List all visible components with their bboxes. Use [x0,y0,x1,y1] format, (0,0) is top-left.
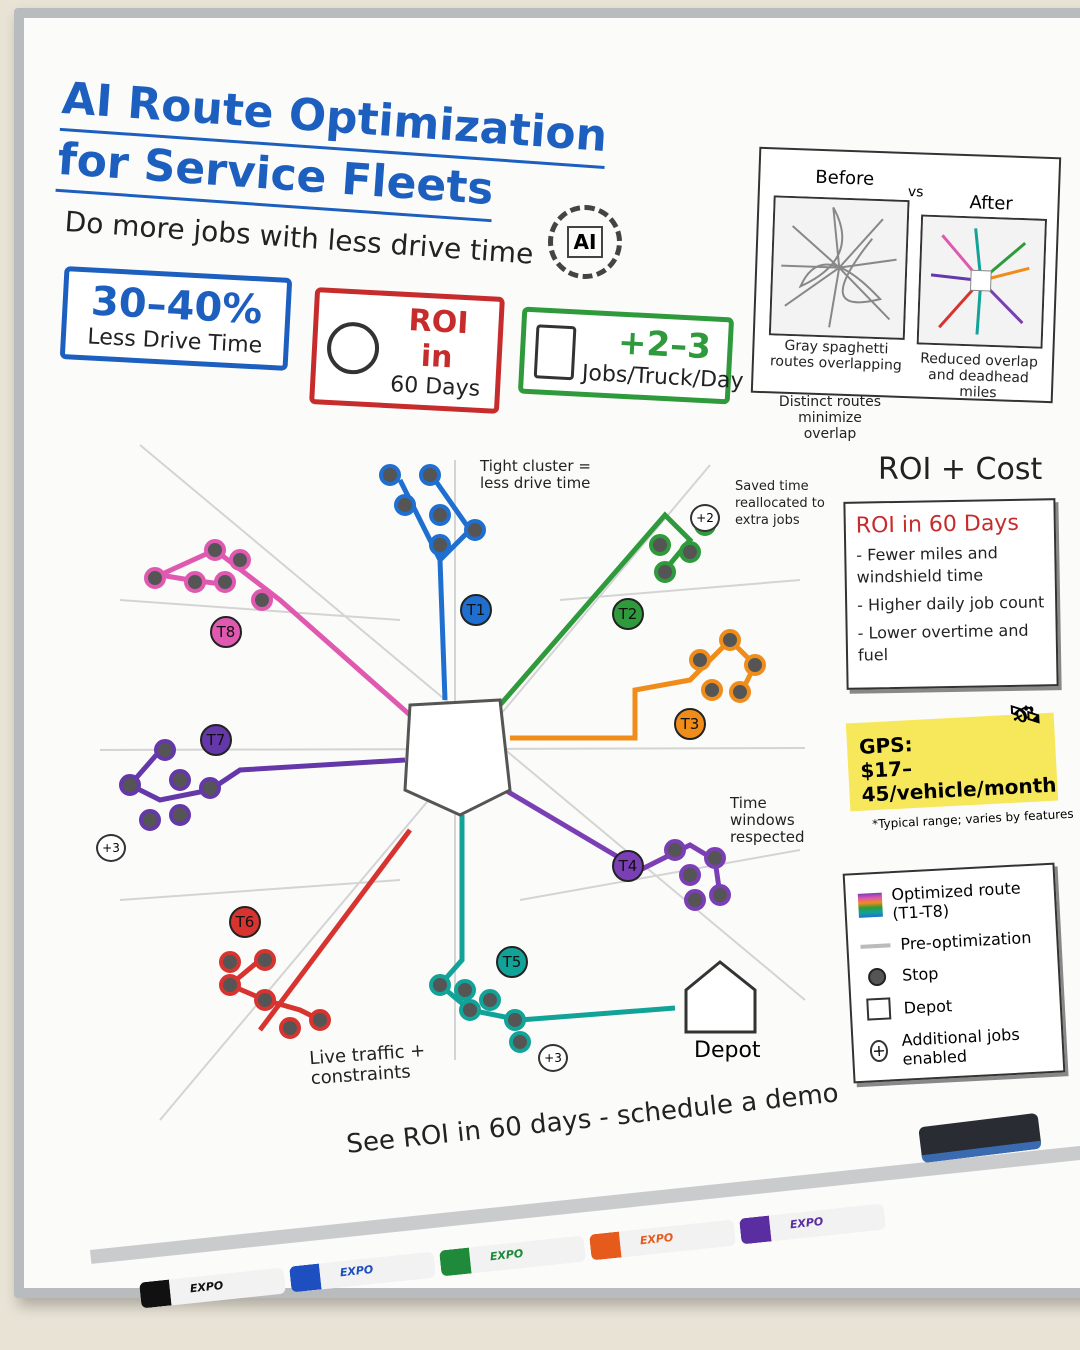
stop-marker [214,571,236,593]
depot-label: Depot [694,1038,761,1063]
truck-label-t1: T1 [460,594,492,626]
route-t2 [498,511,694,707]
stop-marker [254,989,276,1011]
truck-label-t6: T6 [229,906,261,938]
ai-gear-icon: AI [548,205,622,279]
truck-label-t8: T8 [210,616,242,648]
time-windows-note: Time windows respected [730,794,805,846]
distinct-routes-note: Distinct routes minimize overlap [778,394,882,442]
truck-label-t3: T3 [674,708,706,740]
stop-marker [504,1009,526,1031]
stop-marker [429,974,451,996]
depot-icon [684,960,757,1034]
stop-marker [709,884,731,906]
stop-marker [309,1009,331,1031]
stop-marker [199,777,221,799]
stop-marker [719,629,741,651]
stop-marker [154,739,176,761]
stop-marker [169,769,191,791]
city-center [403,698,512,817]
truck-label-t7: T7 [200,724,232,756]
stop-marker [649,534,671,556]
stop-marker [254,949,276,971]
stop-marker [429,504,451,526]
stop-marker [654,561,676,583]
stop-marker [251,589,273,611]
stop-marker [701,679,723,701]
stop-marker [184,571,206,593]
stop-marker [419,464,441,486]
stop-marker [704,847,726,869]
stop-marker [229,549,251,571]
stop-marker [664,839,686,861]
stop-marker [744,654,766,676]
extra-jobs-badge: +3 [96,834,126,862]
stop-marker [509,1031,531,1053]
stop-marker [204,539,226,561]
extra-jobs-badge: +3 [538,1044,568,1072]
stop-marker [169,804,191,826]
stop-marker [464,519,486,541]
stop-marker [729,681,751,703]
saved-time-note: Saved time reallocated to extra jobs [735,479,825,528]
stop-marker [139,809,161,831]
stop-marker [219,974,241,996]
stop-marker [479,989,501,1011]
stop-marker [279,1017,301,1039]
ai-icon-label: AI [566,226,604,258]
stop-marker [429,534,451,556]
stop-marker [689,649,711,671]
before-after-panel: Before vs After Gray spaghetti routes ov… [750,146,1062,404]
roi-cost-heading: ROI + Cost [878,452,1043,487]
stop-marker [144,567,166,589]
tight-cluster-note: Tight cluster = less drive time [480,457,591,492]
stop-marker [684,889,706,911]
truck-label-t4: T4 [612,850,644,882]
stop-marker [679,541,701,563]
route-t4 [503,787,723,896]
truck-label-t5: T5 [496,946,528,978]
before-map [768,195,910,340]
stop-marker [679,864,701,886]
stop-marker [219,951,241,973]
extra-jobs-badge: +2 [690,504,720,532]
stop-marker [459,999,481,1021]
truck-label-t2: T2 [612,598,644,630]
stop-marker [394,494,416,516]
stop-marker [454,979,476,1001]
stop-marker [119,774,141,796]
after-map [916,214,1048,349]
route-t5 [436,815,676,1023]
stop-marker [379,464,401,486]
live-traffic-note: Live traffic + constraints [308,1040,426,1090]
